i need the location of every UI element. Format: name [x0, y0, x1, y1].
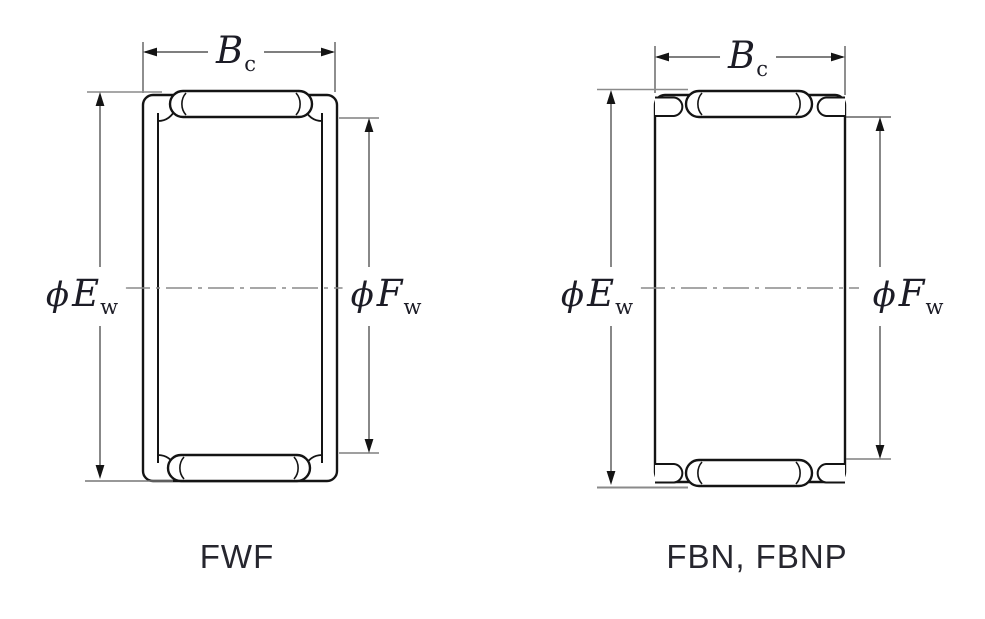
- fwf-top-roller: [168, 89, 314, 119]
- fwf-bottom-roller-right-face: [293, 456, 299, 480]
- fwf-top-roller-left-face: [181, 92, 187, 116]
- fwf-fw-phi-symbol: ϕ: [350, 275, 374, 315]
- fwf-bc-arrow-right: [321, 47, 335, 57]
- fwf-rollers: [166, 89, 314, 483]
- fbn-bc-subscript: c: [756, 57, 768, 82]
- fwf-ew-phi-symbol: ϕ: [45, 275, 70, 315]
- fbn-tab-bottom-left: [655, 463, 684, 484]
- fbn-bc-arrow-right: [831, 52, 845, 62]
- fwf-fw-arrow-top: [364, 118, 374, 132]
- fbn-bottom-roller-right-face: [795, 461, 801, 485]
- fbn-top-roller: [684, 89, 814, 119]
- fbn-bottom-roller: [684, 458, 814, 488]
- fwf-bc-dimension-label: Bc: [208, 24, 264, 84]
- fwf-ew-symbol: E: [72, 272, 100, 315]
- fwf-ew-subscript: w: [100, 295, 119, 320]
- fbn-bc-arrow-left: [655, 52, 669, 62]
- fwf-bc-subscript: c: [244, 52, 256, 77]
- fwf-drawing: [85, 42, 379, 483]
- fbn-top-roller-right-face: [795, 92, 801, 116]
- fwf-fw-dimension-label: ϕFw: [342, 267, 430, 327]
- fbn-ew-phi-symbol: ϕ: [560, 275, 585, 315]
- fbn-rollers: [684, 89, 814, 488]
- fwf-fw-symbol: F: [376, 272, 403, 315]
- fbn-top-roller-left-face: [697, 92, 703, 116]
- fbn-cage: [653, 93, 847, 484]
- fwf-ew-dimension-label: ϕEw: [37, 267, 127, 327]
- fwf-figure-caption: FWF: [199, 538, 275, 575]
- fwf-bottom-roller-left-face: [179, 456, 185, 480]
- fbn-bottom-roller-left-face: [697, 461, 703, 485]
- fbn-bc-dimension-label: Bc: [720, 29, 776, 89]
- fbn-ew-arrow-top: [606, 90, 616, 104]
- fwf-fw-subscript: w: [403, 295, 422, 320]
- fbn-ew-dimension-label: ϕEw: [552, 267, 642, 327]
- fbn-fw-arrow-top: [875, 117, 885, 131]
- fbn-tab-bottom-right: [816, 463, 845, 484]
- fbn-tab-top-right: [816, 96, 845, 117]
- fwf-fw-arrow-bottom: [364, 439, 374, 453]
- fwf-ew-arrow-top: [95, 92, 105, 106]
- fbn-fw-dimension-label: ϕFw: [864, 267, 952, 327]
- fbn-fw-phi-symbol: ϕ: [872, 275, 896, 315]
- fwf-bc-arrow-left: [143, 47, 157, 57]
- fbn-fw-arrow-bottom: [875, 445, 885, 459]
- fbn-ew-arrow-bottom: [606, 471, 616, 485]
- fwf-ew-arrow-bottom: [95, 465, 105, 479]
- fbn-tab-top-left: [655, 96, 684, 117]
- fwf-top-roller-right-face: [295, 92, 301, 116]
- fbn-figure-caption: FBN, FBNP: [666, 538, 848, 575]
- fwf-bottom-roller: [166, 453, 312, 483]
- fbn-ew-symbol: E: [587, 272, 615, 315]
- fbn-ew-subscript: w: [615, 295, 634, 320]
- fbn-fw-subscript: w: [925, 295, 944, 320]
- fwf-bc-symbol: B: [216, 29, 244, 72]
- fbn-drawing: [597, 46, 891, 489]
- fbn-bc-symbol: B: [728, 34, 756, 77]
- fbn-fw-symbol: F: [898, 272, 925, 315]
